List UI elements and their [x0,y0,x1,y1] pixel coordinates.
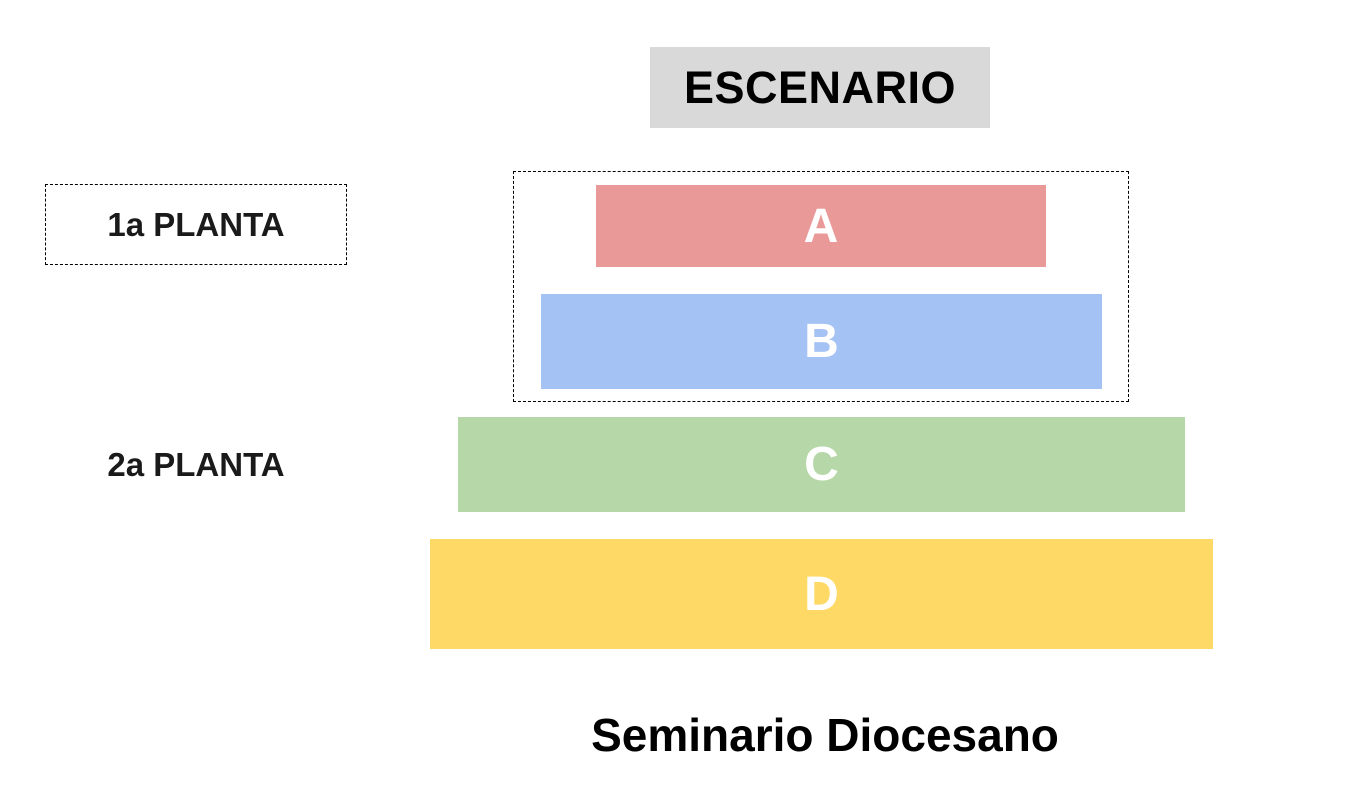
floor-label-2a-planta: 2a PLANTA [107,445,285,483]
section-a-bar: A [596,185,1046,267]
section-b-bar: B [541,294,1102,389]
section-c-bar: C [458,417,1185,512]
first-floor-sections-outline [513,171,1129,402]
section-d-bar: D [430,539,1213,649]
stage-title: ESCENARIO [650,47,990,128]
venue-name: Seminario Diocesano [591,709,1059,761]
floor-label-1a-planta: 1a PLANTA [45,184,347,265]
